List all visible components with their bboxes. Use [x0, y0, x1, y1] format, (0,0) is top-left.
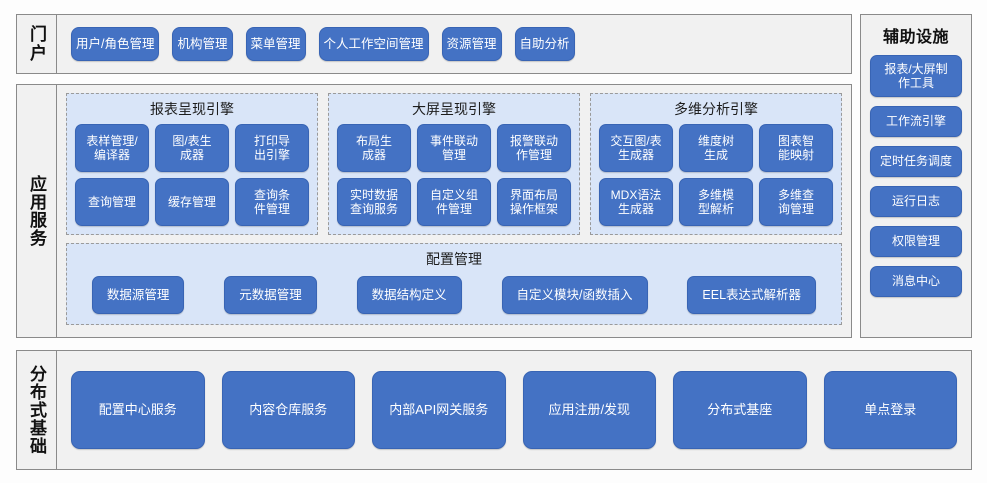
auxiliary-item-button[interactable]: 报表/大屏制 作工具 — [870, 55, 962, 97]
engine-item-button[interactable]: 查询管理 — [75, 178, 149, 226]
portal-item-button[interactable]: 用户/角色管理 — [71, 27, 160, 61]
portal-item-button[interactable]: 自助分析 — [514, 27, 575, 61]
engine-group: 大屏呈现引擎布局生 成器事件联动 管理报警联动 作管理实时数据 查询服务自定义组… — [328, 93, 580, 235]
engine-item-button[interactable]: 查询条 件管理 — [235, 178, 309, 226]
engine-item-list: 布局生 成器事件联动 管理报警联动 作管理实时数据 查询服务自定义组 件管理界面… — [337, 124, 571, 226]
distributed-item-button[interactable]: 内容仓库服务 — [221, 371, 355, 449]
portal-section: 门户 用户/角色管理机构管理菜单管理个人工作空间管理资源管理自助分析 — [16, 14, 852, 74]
distributed-item-button[interactable]: 内部API网关服务 — [372, 371, 506, 449]
portal-section-body: 用户/角色管理机构管理菜单管理个人工作空间管理资源管理自助分析 — [57, 15, 851, 73]
engine-item-button[interactable]: 布局生 成器 — [337, 124, 411, 172]
engine-item-button[interactable]: 自定义组 件管理 — [417, 178, 491, 226]
distributed-item-button[interactable]: 配置中心服务 — [71, 371, 205, 449]
engine-item-button[interactable]: 打印导 出引擎 — [235, 124, 309, 172]
distributed-item-button[interactable]: 应用注册/发现 — [522, 371, 656, 449]
distributed-foundation-section-label-text: 分布式基础 — [27, 365, 47, 455]
config-management-title: 配置管理 — [426, 251, 482, 267]
auxiliary-item-button[interactable]: 消息中心 — [870, 266, 962, 297]
engine-item-button[interactable]: 表样管理/ 编译器 — [75, 124, 149, 172]
distributed-foundation-section-label: 分布式基础 — [17, 351, 57, 469]
auxiliary-item-button[interactable]: 运行日志 — [870, 186, 962, 217]
engine-group: 多维分析引擎交互图/表 生成器维度树 生成图表智 能映射 MDX语法 生成器多维模… — [590, 93, 842, 235]
application-services-section-label: 应用服务 — [17, 85, 57, 337]
config-item-button[interactable]: 数据结构定义 — [356, 276, 462, 314]
engine-item-button[interactable]: 图表智 能映射 — [759, 124, 833, 172]
engine-item-button[interactable]: 多维模 型解析 — [679, 178, 753, 226]
engine-item-button[interactable]: 缓存管理 — [155, 178, 229, 226]
engine-item-list: 交互图/表 生成器维度树 生成图表智 能映射 MDX语法 生成器多维模 型解析多维… — [599, 124, 833, 226]
engine-item-button[interactable]: 维度树 生成 — [679, 124, 753, 172]
auxiliary-facilities-title: 辅助设施 — [882, 29, 949, 46]
config-item-button[interactable]: 自定义模块/函数插入 — [501, 276, 648, 314]
application-services-section-label-text: 应用服务 — [27, 175, 47, 247]
engine-group-list: 报表呈现引擎表样管理/ 编译器图/表生 成器打印导 出引擎查询管理缓存管理查询条… — [66, 93, 842, 235]
engine-group-title: 报表呈现引擎 — [150, 101, 234, 117]
engine-item-button[interactable]: 多维查 询管理 — [759, 178, 833, 226]
auxiliary-facilities-item-list: 报表/大屏制 作工具工作流引擎定时任务调度运行日志权限管理消息中心 — [870, 55, 962, 297]
engine-item-button[interactable]: 交互图/表 生成器 — [599, 124, 673, 172]
distributed-item-button[interactable]: 单点登录 — [823, 371, 957, 449]
distributed-foundation-section: 分布式基础 配置中心服务内容仓库服务内部API网关服务应用注册/发现分布式基座单… — [16, 350, 972, 470]
engine-item-list: 表样管理/ 编译器图/表生 成器打印导 出引擎查询管理缓存管理查询条 件管理 — [75, 124, 309, 226]
engine-item-button[interactable]: MDX语法 生成器 — [599, 178, 673, 226]
portal-item-button[interactable]: 菜单管理 — [245, 27, 306, 61]
portal-item-button[interactable]: 机构管理 — [172, 27, 233, 61]
config-management-group: 配置管理 数据源管理 元数据管理 数据结构定义 自定义模块/函数插入 EEL表达式解析器 — [66, 243, 842, 325]
engine-item-button[interactable]: 界面布局 操作框架 — [497, 178, 571, 226]
auxiliary-item-button[interactable]: 工作流引擎 — [870, 106, 962, 137]
auxiliary-item-button[interactable]: 权限管理 — [870, 226, 962, 257]
engine-item-button[interactable]: 实时数据 查询服务 — [337, 178, 411, 226]
application-services-section-body: 报表呈现引擎表样管理/ 编译器图/表生 成器打印导 出引擎查询管理缓存管理查询条… — [57, 85, 851, 337]
application-services-section: 应用服务 报表呈现引擎表样管理/ 编译器图/表生 成器打印导 出引擎查询管理缓存… — [16, 84, 852, 338]
config-item-button[interactable]: 数据源管理 — [91, 276, 185, 314]
engine-group: 报表呈现引擎表样管理/ 编译器图/表生 成器打印导 出引擎查询管理缓存管理查询条… — [66, 93, 318, 235]
engine-group-title: 大屏呈现引擎 — [412, 101, 496, 117]
engine-group-title: 多维分析引擎 — [674, 101, 758, 117]
portal-item-button[interactable]: 资源管理 — [441, 27, 502, 61]
portal-section-label: 门户 — [17, 15, 57, 73]
engine-item-button[interactable]: 图/表生 成器 — [155, 124, 229, 172]
portal-section-label-text: 门户 — [27, 25, 47, 63]
portal-item-button[interactable]: 个人工作空间管理 — [318, 27, 429, 61]
config-item-button[interactable]: EEL表达式解析器 — [687, 276, 817, 314]
distributed-item-button[interactable]: 分布式基座 — [673, 371, 807, 449]
distributed-foundation-item-list: 配置中心服务内容仓库服务内部API网关服务应用注册/发现分布式基座单点登录 — [57, 351, 971, 469]
auxiliary-facilities-section: 辅助设施 报表/大屏制 作工具工作流引擎定时任务调度运行日志权限管理消息中心 — [860, 14, 972, 338]
config-item-button[interactable]: 元数据管理 — [224, 276, 317, 314]
engine-item-button[interactable]: 报警联动 作管理 — [497, 124, 571, 172]
portal-item-list: 用户/角色管理机构管理菜单管理个人工作空间管理资源管理自助分析 — [57, 15, 851, 73]
config-management-item-list: 数据源管理 元数据管理 数据结构定义 自定义模块/函数插入 EEL表达式解析器 — [77, 275, 831, 315]
distributed-foundation-section-body: 配置中心服务内容仓库服务内部API网关服务应用注册/发现分布式基座单点登录 — [57, 351, 971, 469]
engine-item-button[interactable]: 事件联动 管理 — [417, 124, 491, 172]
auxiliary-item-button[interactable]: 定时任务调度 — [870, 146, 962, 177]
